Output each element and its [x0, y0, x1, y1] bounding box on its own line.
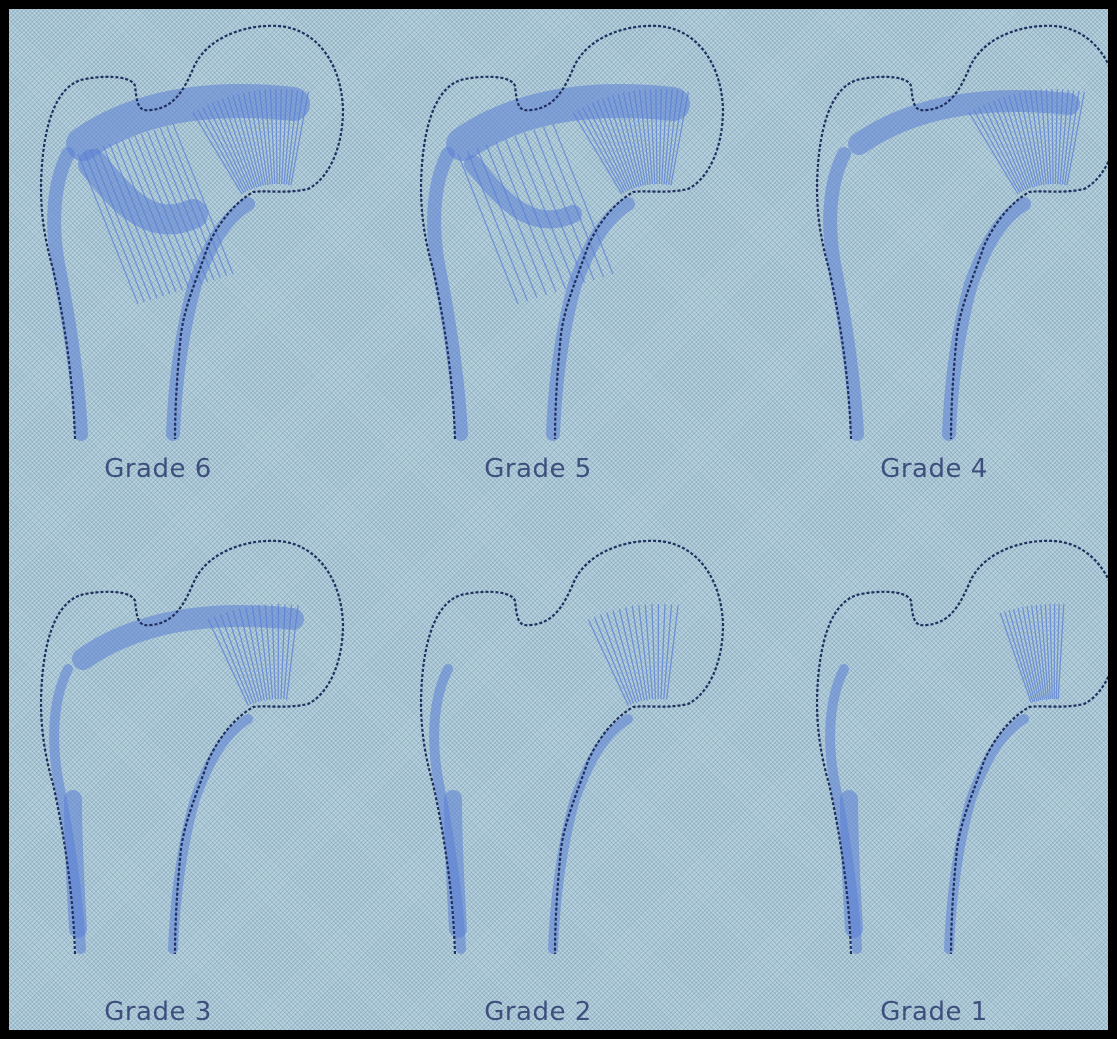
grade-label: Grade 6	[23, 454, 293, 484]
residual-lateral-trabeculae	[849, 799, 854, 929]
femur-outline	[41, 541, 343, 954]
panel-grade-3: Grade 3	[23, 529, 383, 1029]
femur-diagram-grade-5	[403, 14, 763, 514]
principal-compressive-group	[588, 604, 678, 706]
grade-label: Grade 1	[799, 997, 1069, 1027]
trabecular-groups	[830, 89, 1084, 434]
grade-label: Grade 3	[23, 997, 293, 1027]
trabecular-groups	[434, 604, 678, 949]
panel-grade-5: Grade 5	[403, 14, 763, 514]
trabecular-groups	[54, 89, 308, 434]
femur-diagram-grade-3	[23, 529, 383, 1029]
trabecular-groups	[830, 604, 1064, 949]
principal-compressive-group	[1000, 604, 1064, 703]
grade-label: Grade 2	[403, 997, 673, 1027]
femur-diagram-grade-2	[403, 529, 763, 1029]
femur-outline	[817, 541, 1117, 954]
trabecular-groups	[54, 604, 298, 949]
panel-grade-6: Grade 6	[23, 14, 383, 514]
femur-diagram-grade-6	[23, 14, 383, 514]
panel-grade-1: Grade 1	[799, 529, 1117, 1029]
trabecular-groups	[434, 89, 688, 434]
residual-lateral-trabeculae	[453, 799, 458, 929]
grade-label: Grade 5	[403, 454, 673, 484]
panel-grade-2: Grade 2	[403, 529, 763, 1029]
femur-outline	[817, 26, 1117, 439]
femur-diagram-grade-4	[799, 14, 1117, 514]
grade-label: Grade 4	[799, 454, 1069, 484]
femur-outline	[421, 541, 723, 954]
femur-diagram-grade-1	[799, 529, 1117, 1029]
residual-lateral-trabeculae	[73, 799, 78, 929]
principal-tensile-group	[83, 616, 293, 659]
panel-grade-4: Grade 4	[799, 14, 1117, 514]
